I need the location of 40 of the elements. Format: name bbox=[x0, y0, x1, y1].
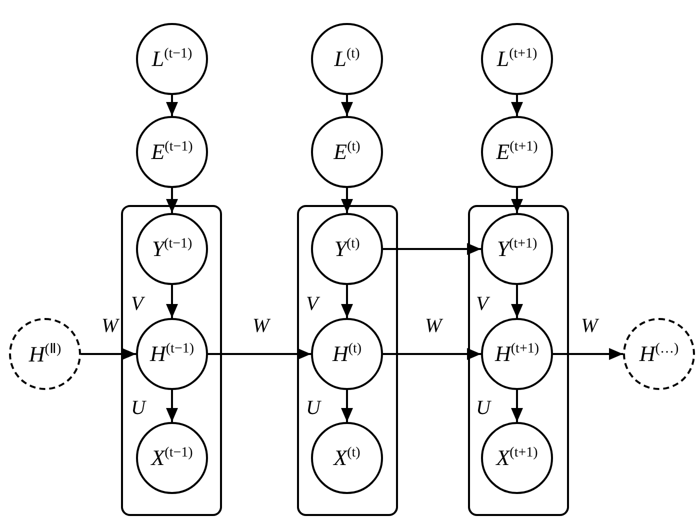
node-label: H$^{(t+1)}$ bbox=[495, 341, 539, 367]
arrow bbox=[383, 348, 481, 360]
node-label: L$^{(t+1)}$ bbox=[496, 46, 538, 72]
arrow bbox=[166, 95, 178, 116]
arrow bbox=[553, 348, 623, 360]
node-label: E$^{(t)}$ bbox=[334, 139, 360, 165]
arrow bbox=[341, 390, 353, 422]
node-label: X$^{(t+1)}$ bbox=[496, 445, 538, 471]
node-label: X$^{(t)}$ bbox=[334, 445, 360, 471]
arrow bbox=[166, 390, 178, 422]
arrow bbox=[511, 285, 523, 318]
arrow bbox=[341, 188, 353, 213]
node-label: Y$^{(t+1)}$ bbox=[496, 236, 538, 262]
node-label: L$^{(t)}$ bbox=[334, 46, 360, 72]
node-label: Y$^{(t−1)}$ bbox=[152, 236, 192, 262]
node-label: H$^{(Ⅱ)}$ bbox=[28, 340, 62, 368]
arrow bbox=[383, 243, 481, 255]
edge-label: V bbox=[475, 294, 490, 314]
group-frame bbox=[297, 205, 398, 516]
arrow bbox=[208, 348, 311, 360]
arrow bbox=[511, 390, 523, 422]
group-frame bbox=[468, 205, 569, 516]
node-label: H$^{(…)}$ bbox=[639, 341, 679, 367]
arrow bbox=[166, 285, 178, 318]
arrow bbox=[511, 95, 523, 116]
node-label: L$^{(t−1)}$ bbox=[152, 46, 192, 72]
node-label: Y$^{(t)}$ bbox=[334, 236, 360, 262]
node-label: H$^{(t)}$ bbox=[332, 341, 362, 367]
edge-label: V bbox=[305, 294, 320, 314]
node-label: E$^{(t−1)}$ bbox=[151, 139, 193, 165]
arrow bbox=[511, 188, 523, 213]
edge-label: V bbox=[130, 294, 144, 314]
arrow bbox=[166, 188, 178, 213]
arrow bbox=[341, 285, 353, 318]
node-label: X$^{(t−1)}$ bbox=[151, 445, 193, 471]
node-label: H$^{(t−1)}$ bbox=[150, 341, 194, 367]
arrow bbox=[341, 95, 353, 116]
group-frame bbox=[121, 205, 222, 516]
arrow bbox=[81, 348, 136, 360]
node-label: E$^{(t+1)}$ bbox=[496, 139, 538, 165]
